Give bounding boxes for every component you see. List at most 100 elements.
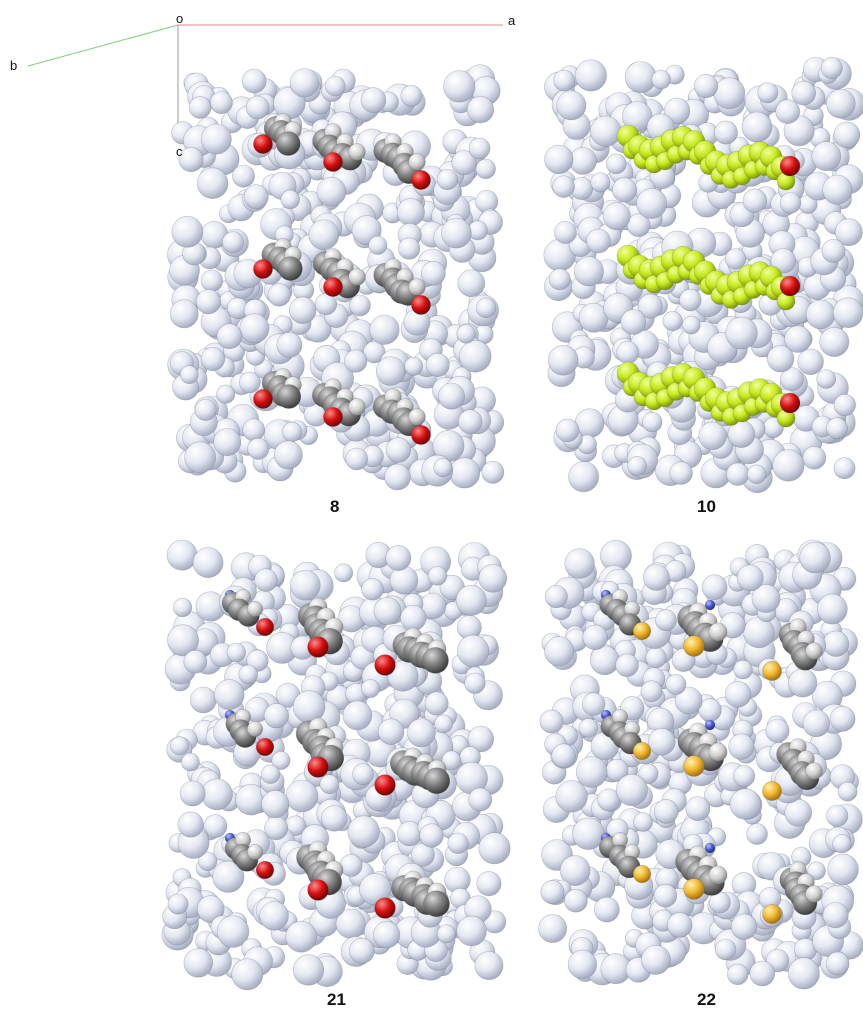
host-atom: [441, 750, 462, 771]
host-atom: [400, 85, 423, 107]
host-atom: [564, 548, 595, 579]
host-atom: [819, 327, 850, 357]
host-atom: [816, 369, 837, 389]
host-atom: [345, 447, 369, 471]
hydrogen-atom: [348, 143, 366, 161]
heteroatom: [411, 425, 431, 445]
host-atom: [289, 68, 319, 98]
hydrogen-atom: [348, 398, 366, 416]
host-atom: [436, 924, 456, 944]
host-atom: [406, 718, 436, 748]
host-atom: [436, 168, 459, 191]
hydrogen-atom: [708, 742, 728, 762]
panel-label-22: 22: [697, 990, 716, 1009]
hydrogen-atom: [247, 720, 264, 737]
heteroatom: [307, 756, 329, 778]
host-atom: [420, 260, 446, 286]
host-atom: [342, 700, 373, 731]
guest-atom: [278, 256, 303, 281]
host-atom: [641, 411, 663, 433]
host-atom: [172, 597, 193, 618]
host-atom: [213, 679, 245, 710]
unit-cell-axes: [27, 24, 503, 140]
heteroatom: [255, 737, 275, 757]
host-atom: [352, 763, 374, 786]
host-framework-spheres: [161, 56, 863, 991]
host-atom: [784, 798, 813, 827]
host-atom: [179, 780, 206, 807]
host-atom: [259, 901, 289, 931]
axis-origin-label: o: [176, 11, 184, 26]
host-atom: [544, 636, 575, 667]
host-atom: [282, 421, 303, 443]
host-atom: [567, 949, 598, 980]
hydrogen-atom: [708, 622, 728, 642]
hydrogen-atom: [348, 268, 366, 286]
host-atom: [398, 237, 421, 260]
host-atom: [181, 752, 200, 772]
host-atom: [770, 248, 796, 274]
host-atom: [170, 736, 190, 756]
host-atom: [766, 345, 795, 373]
host-atom: [384, 463, 411, 491]
guest-atom: [423, 767, 451, 795]
heteroatom: [323, 407, 343, 427]
host-atom: [627, 456, 647, 476]
host-atom: [475, 158, 496, 179]
host-atom: [620, 309, 647, 335]
host-atom: [586, 228, 611, 254]
hydrogen-atom: [408, 278, 426, 296]
host-atom: [289, 569, 321, 601]
host-atom: [464, 672, 486, 694]
hydrogen-atom: [805, 762, 823, 780]
host-atom: [194, 398, 217, 421]
hydrogen-atom: [408, 408, 426, 426]
host-atom: [772, 449, 805, 482]
host-atom: [726, 462, 750, 486]
host-atom: [440, 217, 472, 249]
host-atom: [820, 56, 843, 79]
host-atom: [216, 384, 236, 404]
host-atom: [200, 269, 223, 292]
host-atom: [222, 231, 244, 254]
heteroatom: [374, 897, 396, 919]
host-atom: [348, 937, 375, 964]
heteroatom: [323, 152, 343, 172]
host-atom: [385, 545, 412, 571]
host-atom: [802, 445, 827, 470]
heteroatom: [411, 170, 431, 190]
host-atom: [568, 461, 600, 493]
host-atom: [544, 144, 574, 174]
host-atom: [239, 313, 270, 344]
host-atom: [178, 147, 204, 173]
heteroatom: [683, 878, 705, 900]
host-atom: [203, 814, 228, 839]
guest-atom: [422, 647, 449, 674]
hydrogen-atom: [805, 642, 823, 660]
host-atom: [231, 958, 264, 991]
host-atom: [242, 418, 265, 442]
host-atom: [198, 851, 218, 872]
host-atom: [638, 763, 659, 784]
host-atom: [241, 68, 267, 94]
panel-label-10: 10: [697, 497, 716, 516]
host-atom: [802, 709, 830, 738]
heteroatom: [779, 392, 801, 414]
host-atom: [645, 647, 667, 669]
host-atom: [666, 912, 693, 938]
host-atom: [339, 854, 363, 877]
host-atom: [679, 288, 702, 312]
heteroatom: [253, 134, 273, 154]
host-atom: [285, 920, 318, 953]
host-atom: [200, 123, 232, 155]
host-atom: [742, 188, 768, 214]
host-atom: [827, 853, 859, 886]
host-atom: [681, 315, 701, 335]
host-atom: [334, 563, 354, 583]
heteroatom: [762, 661, 782, 681]
heteroatom: [683, 635, 705, 657]
heteroatom: [253, 259, 273, 279]
panel-label-8: 8: [330, 497, 340, 516]
host-atom: [783, 115, 815, 147]
host-atom: [749, 960, 776, 987]
